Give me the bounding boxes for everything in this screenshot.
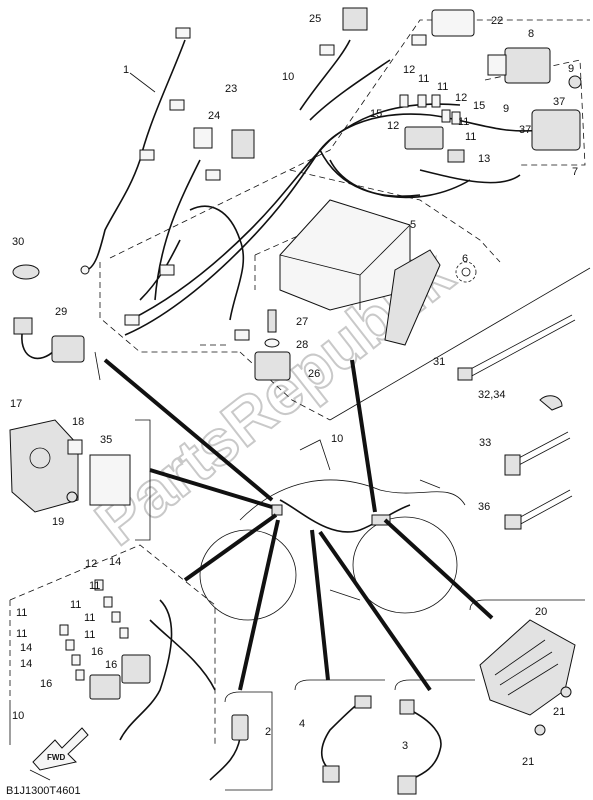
callout-6: 6 — [462, 253, 468, 265]
connector-25 — [342, 7, 368, 31]
callout-35: 35 — [100, 434, 112, 446]
bracket-26 — [254, 351, 291, 381]
gear-icon — [455, 261, 477, 283]
regulator-20-inset — [469, 599, 585, 736]
callout-17: 17 — [10, 398, 22, 410]
callout-9a: 9 — [568, 63, 574, 75]
callout-11a: 11 — [418, 73, 429, 85]
grommet-30 — [12, 264, 40, 280]
callout-18: 18 — [72, 416, 84, 428]
callout-11e: 11 — [89, 580, 100, 592]
callout-10a: 10 — [282, 71, 294, 83]
callout-12a: 12 — [403, 64, 415, 76]
clamp-32-34 — [539, 395, 563, 411]
callout-16a: 16 — [91, 646, 103, 658]
cable-tie-33 — [504, 431, 571, 476]
main-harness-region — [80, 19, 591, 421]
connector-13 — [447, 149, 465, 163]
diagram-code: B1J1300T4601 — [6, 785, 81, 797]
callout-12d: 12 — [85, 558, 97, 570]
sensor-2-inset — [209, 691, 273, 791]
callout-3: 3 — [402, 740, 408, 752]
cover-35 — [89, 454, 131, 506]
callout-33: 33 — [479, 437, 491, 449]
callout-21a: 21 — [553, 706, 565, 718]
callout-26: 26 — [308, 368, 320, 380]
ecu-17 — [9, 419, 79, 513]
callout-14c: 14 — [20, 658, 32, 670]
callout-7: 7 — [572, 166, 578, 178]
callout-23: 23 — [225, 83, 237, 95]
leader-lines — [103, 358, 494, 692]
callout-22: 22 — [491, 15, 503, 27]
callout-10b: 10 — [331, 433, 343, 445]
callout-1: 1 — [123, 64, 129, 76]
sub-harness-region — [9, 544, 216, 781]
callout-12b: 12 — [455, 92, 467, 104]
battery-band-6 — [384, 249, 441, 346]
callout-20: 20 — [535, 606, 547, 618]
callout-14a: 14 — [109, 556, 121, 568]
callout-31: 31 — [433, 356, 445, 368]
callout-28: 28 — [296, 339, 308, 351]
motorcycle-outline — [199, 439, 466, 621]
ecu-region — [9, 419, 151, 541]
starter-relay-8 — [487, 47, 551, 84]
cable-tie-36 — [504, 489, 573, 530]
callout-11h: 11 — [16, 628, 27, 640]
callout-19: 19 — [52, 516, 64, 528]
fwd-label: FWD — [47, 753, 65, 762]
callout-11b: 11 — [437, 81, 448, 93]
fuse-box-7 — [531, 109, 581, 151]
callout-11f: 11 — [70, 599, 81, 611]
bolt-19 — [66, 491, 78, 503]
callout-13: 13 — [478, 153, 490, 165]
bolt-9 — [568, 75, 582, 89]
callout-11i: 11 — [84, 612, 95, 624]
callout-2: 2 — [265, 726, 271, 738]
callout-16b: 16 — [105, 659, 117, 671]
fwd-arrow-icon: FWD — [32, 727, 89, 771]
sensor-3-inset — [394, 679, 475, 795]
bolt-27 — [267, 309, 277, 333]
callout-29: 29 — [55, 306, 67, 318]
callout-15b: 15 — [370, 108, 382, 120]
callout-11j: 11 — [84, 629, 95, 641]
fuse-block-12 — [404, 126, 444, 150]
callout-8: 8 — [528, 28, 534, 40]
callout-37a: 37 — [553, 96, 565, 108]
sensor-29 — [13, 317, 101, 381]
callout-16c: 16 — [40, 678, 52, 690]
callout-12c: 12 — [387, 120, 399, 132]
battery-5 — [279, 199, 411, 311]
callout-15a: 15 — [473, 100, 485, 112]
callout-24: 24 — [208, 110, 220, 122]
callout-21b: 21 — [522, 756, 534, 768]
callout-25: 25 — [309, 13, 321, 25]
callout-11d: 11 — [465, 131, 476, 143]
sensor-4-inset — [294, 679, 385, 783]
callout-11c: 11 — [458, 116, 469, 128]
callout-32-34: 32,34 — [478, 389, 506, 401]
callouts: 1 2 3 4 5 6 7 8 9 9 10 10 10 11 11 11 11… — [10, 13, 578, 768]
callout-36: 36 — [478, 501, 490, 513]
callout-14b: 14 — [20, 642, 32, 654]
clip-18 — [67, 439, 83, 455]
callout-5: 5 — [410, 219, 416, 231]
fuses-11-group — [59, 579, 129, 681]
cable-tie-31 — [457, 314, 576, 381]
relay-23-24 — [193, 127, 255, 159]
washer-28 — [264, 338, 280, 348]
callout-27: 27 — [296, 316, 308, 328]
callout-37b: 37 — [519, 124, 531, 136]
callout-10c: 10 — [12, 710, 24, 722]
relay-22 — [431, 9, 475, 37]
callout-9b: 9 — [503, 103, 509, 115]
callout-11g: 11 — [16, 607, 27, 619]
callout-4: 4 — [299, 718, 305, 730]
fuse-11 — [399, 94, 461, 125]
callout-30: 30 — [12, 236, 24, 248]
